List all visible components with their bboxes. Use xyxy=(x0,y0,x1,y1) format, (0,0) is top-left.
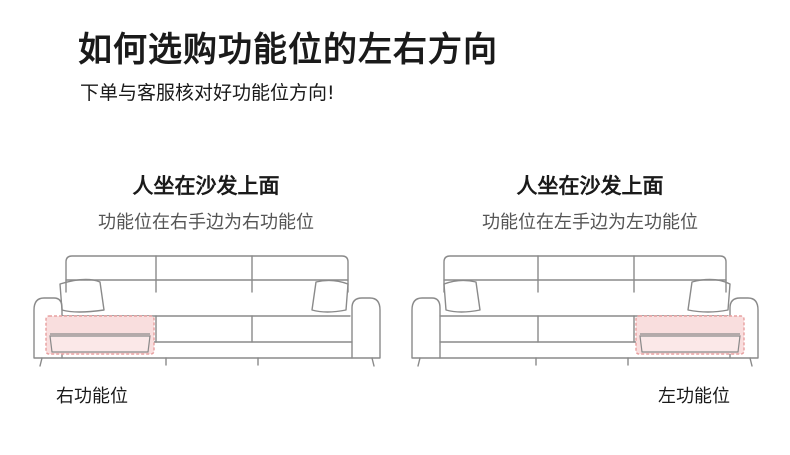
page-subtitle: 下单与客服核对好功能位方向! xyxy=(80,82,335,104)
page-title: 如何选购功能位的左右方向 xyxy=(78,30,498,70)
panel-left-function: 人坐在沙发上面 功能位在左手边为左功能位 xyxy=(420,170,760,234)
panel-description: 功能位在左手边为左功能位 xyxy=(482,212,698,233)
sofa-illustration-left-function xyxy=(411,255,759,367)
position-label-left-function: 左功能位 xyxy=(658,386,730,407)
function-position-highlight xyxy=(45,315,155,355)
panel-heading: 人坐在沙发上面 xyxy=(132,174,280,198)
panel-heading: 人坐在沙发上面 xyxy=(516,174,664,198)
panel-description: 功能位在右手边为右功能位 xyxy=(98,212,314,233)
position-label-right-function: 右功能位 xyxy=(56,386,128,407)
sofa-illustration-right-function xyxy=(33,255,381,367)
function-position-highlight xyxy=(635,315,745,355)
panel-right-function: 人坐在沙发上面 功能位在右手边为右功能位 xyxy=(36,170,376,234)
